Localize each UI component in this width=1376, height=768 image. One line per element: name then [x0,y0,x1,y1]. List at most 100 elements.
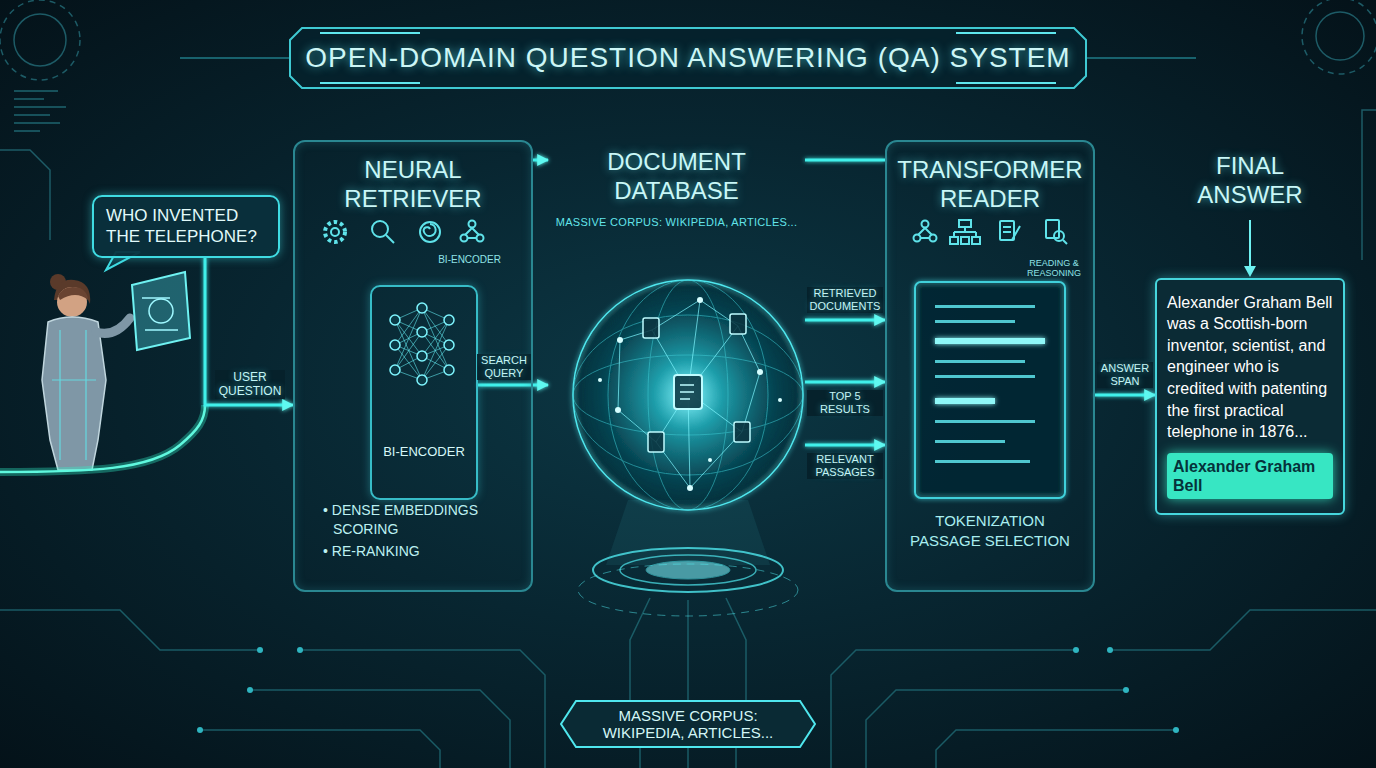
code-lines [14,90,66,132]
icon-caption: BI-ENCODER [438,254,501,266]
corner-ornament [14,14,66,66]
database-globe [680,385,694,399]
light-trail [0,405,205,472]
reader-icons [954,227,976,237]
reader-icons [961,237,969,244]
database-globe [598,297,782,491]
code-lines [14,106,66,108]
answer-text: Alexander Graham Bell was a Scottish-bor… [1167,292,1333,443]
answer-span: Alexander Graham Bell [1173,457,1327,495]
user-figure [52,330,96,460]
corner-ornament [0,0,80,80]
retriever-icons [477,235,484,242]
reader-icons [1063,240,1067,244]
reader-document [935,460,1030,463]
edge-label-holder: RETRIEVED DOCUMENTS [807,287,883,313]
neural-net-icon [444,365,454,375]
circuit-traces [630,598,650,700]
neural-net-icon [390,365,400,375]
reader-icons [918,228,932,238]
reader-icons [1046,220,1059,238]
reader-document [935,320,1015,323]
user-figure [132,272,190,350]
panel-heading: DOCUMENT DATABASE [592,148,762,206]
reader-document [935,360,1025,363]
edge-label: TOP 5 RESULTS [807,390,883,416]
database-globe [598,378,602,382]
code-lines [14,90,58,92]
circuit-traces [687,600,689,700]
corner-ornament [0,150,50,240]
panel-heading: TRANSFORMER READER [895,156,1085,214]
question-text: WHO INVENTED THE TELEPHONE? [106,205,266,248]
edge-label-holder: TOP 5 RESULTS [807,390,883,416]
user-figure [142,298,178,330]
hexagon-outline [561,701,815,747]
reader-icons [972,237,980,244]
neural-net-icon [395,308,449,380]
flow-arrow [805,159,885,162]
database-region: DOCUMENT DATABASE MASSIVE CORPUS: WIKIPED… [548,140,805,560]
neural-net-icon [444,340,454,350]
database-globe [643,318,659,338]
database-globe [697,297,703,303]
corner-ornament [1316,12,1364,60]
answer-frame: Alexander Graham Bell was a Scottish-bor… [1155,278,1345,516]
reader-icons [1003,226,1020,240]
flow-arrow [805,319,885,322]
reader-document [935,305,1035,463]
database-globe [734,422,750,442]
edge-label-holder: USER QUESTION [215,370,285,399]
neural-net-icon [390,303,454,385]
neural-net-icon [390,303,454,385]
neural-net-icon [417,351,427,361]
user-figure [58,287,88,300]
light-trail [0,405,205,472]
corner-ornament [1302,0,1376,74]
user-figure [149,299,173,323]
circuit-traces [640,748,736,768]
circuit-dots [1073,647,1079,653]
light-trail [0,405,205,472]
flow-arrow [205,258,293,406]
box-label: BI-ENCODER [383,444,465,460]
circuit-traces [866,690,1126,768]
edge-label-holder: ANSWER SPAN [1097,362,1153,388]
corner-ornament [0,0,1376,260]
retriever-icons [420,222,440,242]
flow-arrow [805,381,885,384]
database-globe [687,485,693,491]
database-globe [778,398,782,402]
user-figure [42,317,106,470]
circuit-traces [936,730,1176,768]
circuit-traces [250,690,510,768]
circuit-dots [1173,727,1179,733]
reader-icons [1054,231,1064,241]
answer-panel: FINAL ANSWER Alexander Graham Bell was a … [1155,148,1345,515]
answer-down-arrow [1244,220,1256,277]
database-globe [615,407,621,413]
reader-icons [930,235,937,242]
reader-panel: TRANSFORMER READERREADING & REASONINGTOK… [885,140,1095,592]
retriever-icons [461,235,468,242]
circuit-traces [0,598,1376,768]
user-figure [96,318,130,333]
circuit-dots [247,687,253,693]
corner-ornament [1362,110,1376,260]
flow-arrow [1095,394,1155,397]
panel-heading: FINAL ANSWER [1170,152,1330,210]
edge-label-holder: SEARCH QUERY [477,354,531,380]
flow-arrow [533,159,548,162]
title-holder: OPEN-DOMAIN QUESTION ANSWERING (QA) SYST… [290,28,1086,88]
encoder-box: BI-ENCODER [370,285,478,500]
reader-icons [1000,221,1014,240]
reader-icons [959,220,971,227]
database-globe [573,280,803,565]
flow-arrow [805,444,885,447]
user-figure [57,287,87,317]
neural-net-icon [417,375,427,385]
panel-subtitle: MASSIVE CORPUS: WIKIPEDIA, ARTICLES... [556,216,798,229]
circuit-traces [300,650,545,768]
globe-pedestal [578,548,798,616]
globe-pedestal [620,555,756,585]
